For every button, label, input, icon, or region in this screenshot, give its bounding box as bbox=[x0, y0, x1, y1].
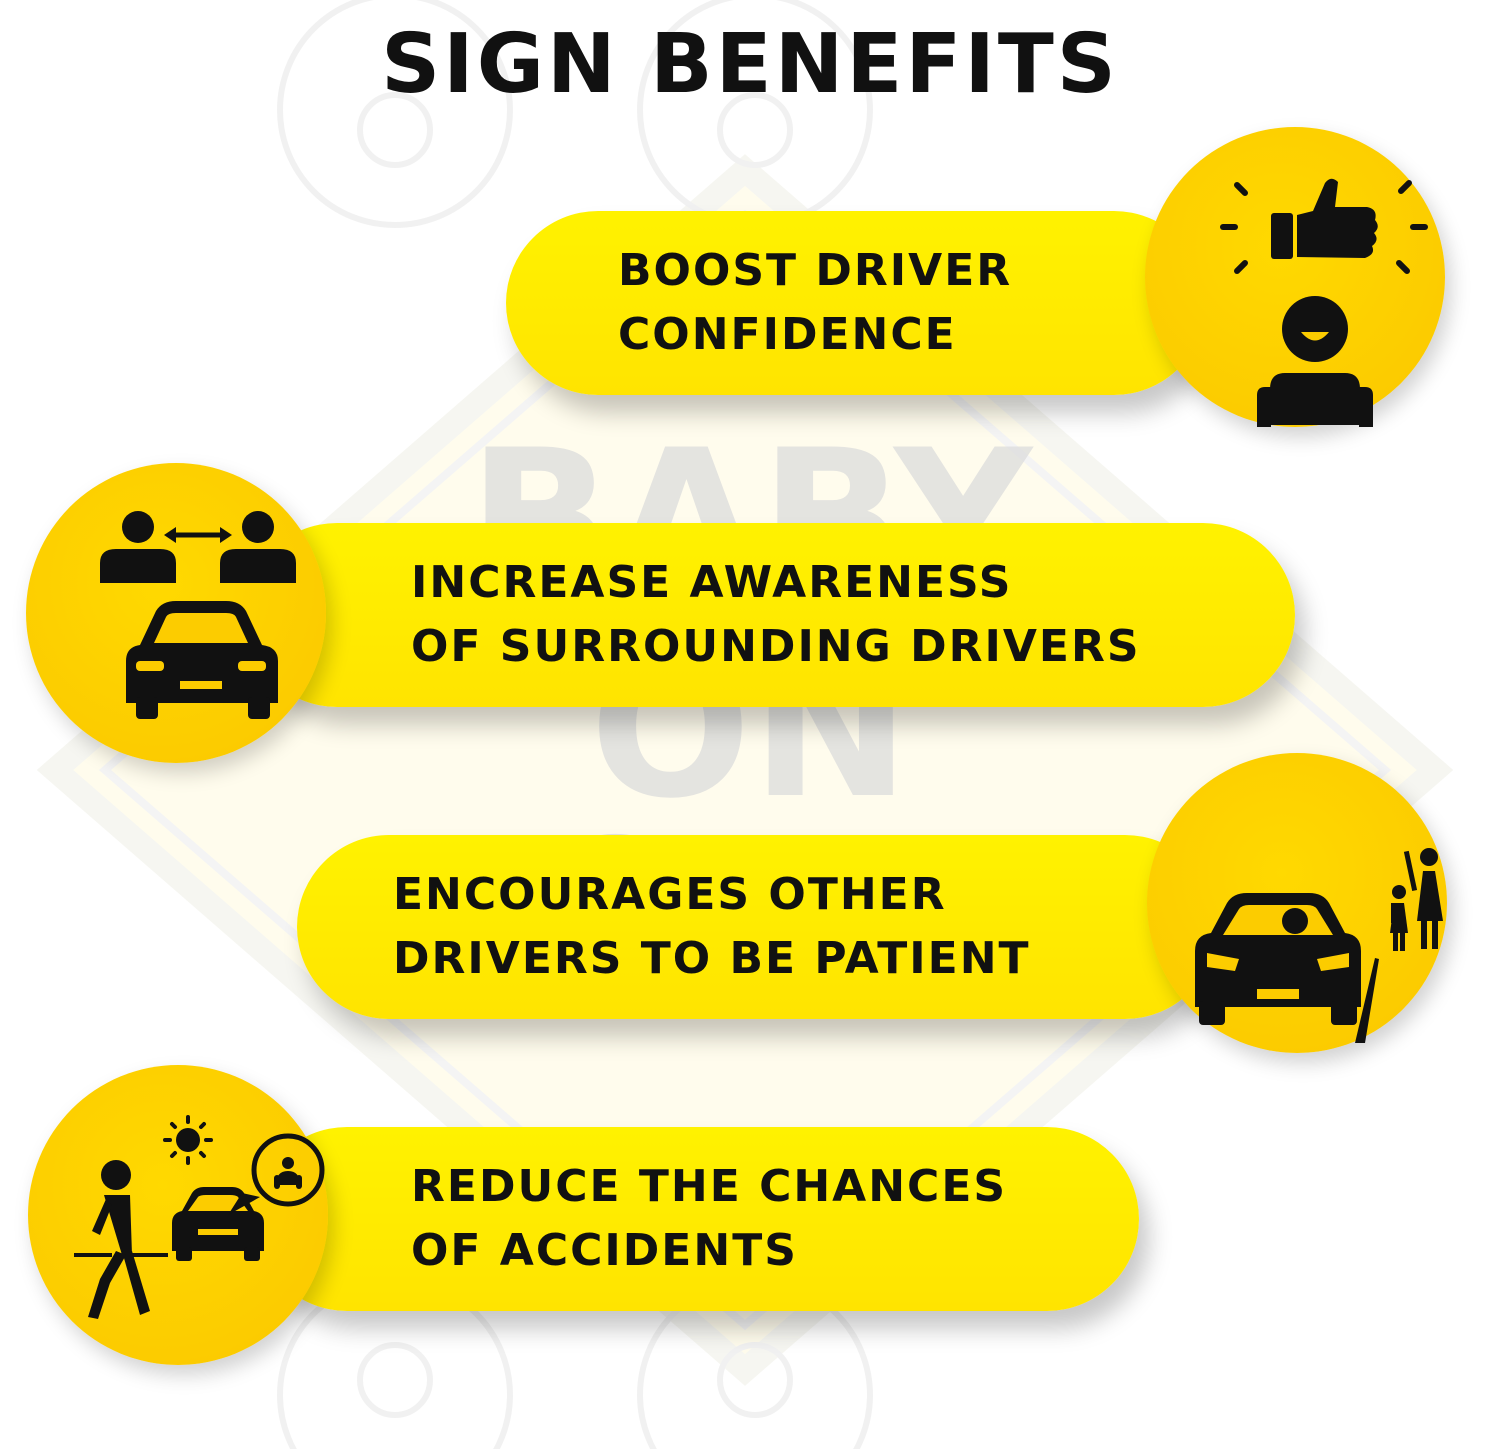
benefit-text-line: DRIVERS TO BE PATIENT bbox=[393, 933, 1031, 984]
benefit-icon-circle bbox=[1147, 753, 1447, 1053]
benefit-text-line: ENCOURAGES OTHER bbox=[393, 869, 947, 920]
benefit-pill-increase-awareness: INCREASE AWARENESS OF SURROUNDING DRIVER… bbox=[245, 523, 1295, 707]
benefit-text-line: OF SURROUNDING DRIVERS bbox=[411, 621, 1141, 672]
pedestrian-car-baby-alert-icon bbox=[74, 1115, 325, 1319]
benefit-text-line: CONFIDENCE bbox=[618, 309, 957, 360]
benefit-icon-circle bbox=[28, 1065, 328, 1365]
car-with-pedestrians-icon bbox=[1195, 848, 1443, 1043]
benefit-icon-circle bbox=[26, 463, 326, 763]
benefit-text-line: REDUCE THE CHANCES bbox=[411, 1161, 1008, 1212]
benefit-pill-encourage-patience: ENCOURAGES OTHER DRIVERS TO BE PATIENT bbox=[297, 835, 1217, 1019]
benefit-pill-boost-confidence: BOOST DRIVER CONFIDENCE bbox=[506, 211, 1206, 395]
benefit-icon-circle bbox=[1145, 127, 1445, 427]
benefit-text-line: OF ACCIDENTS bbox=[411, 1225, 798, 1276]
benefit-text-line: INCREASE AWARENESS bbox=[411, 557, 1013, 608]
benefit-text-line: BOOST DRIVER bbox=[618, 245, 1013, 296]
drivers-awareness-car-icon bbox=[100, 511, 296, 719]
page-title: SIGN BENEFITS bbox=[381, 17, 1119, 112]
benefit-pill-reduce-accidents: REDUCE THE CHANCES OF ACCIDENTS bbox=[255, 1127, 1139, 1311]
thumbs-up-confident-driver-icon bbox=[1220, 178, 1428, 427]
